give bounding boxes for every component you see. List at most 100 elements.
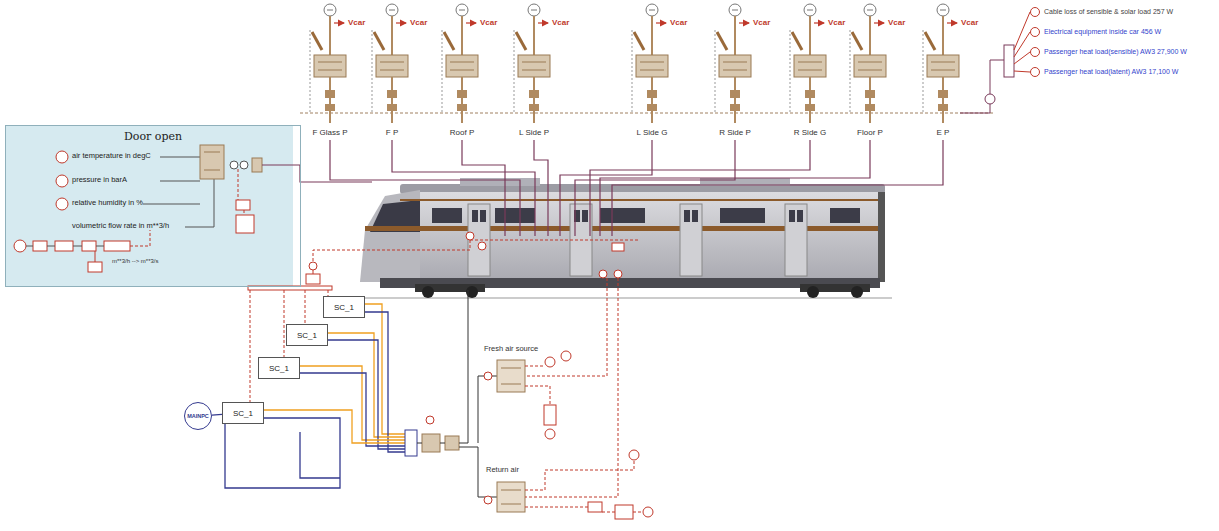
panel-name: Roof P — [450, 128, 474, 137]
drawing-part — [264, 410, 405, 443]
drawing-part — [545, 357, 555, 367]
input-label: volumetric flow rate in m**3/h — [72, 222, 169, 231]
drawing-part — [1031, 8, 1040, 77]
drawing-part — [480, 210, 486, 222]
drawing-part — [612, 140, 943, 236]
drawing-part — [313, 270, 314, 274]
drawing-part — [400, 199, 885, 201]
panel-name: R Side G — [794, 128, 826, 137]
drawing-part — [478, 242, 486, 250]
drawing-part — [582, 210, 588, 222]
load-label: Cable loss of sensible & solar load 257 … — [1044, 8, 1173, 16]
drawing-part — [590, 140, 810, 236]
drawing-part — [1031, 8, 1040, 17]
source-label: Fresh air source — [484, 345, 538, 354]
drawing-part — [313, 240, 470, 262]
subcircuit-box: SC_1 — [323, 296, 365, 318]
drawing-part — [95, 251, 96, 262]
velocity-tag: Vcar — [552, 18, 569, 27]
drawing-part — [372, 4, 408, 123]
drawing-part — [612, 243, 624, 251]
drawing-part — [525, 278, 607, 405]
velocity-tag: Vcar — [961, 18, 978, 27]
drawing-part — [422, 286, 434, 298]
drawing-part — [495, 208, 535, 223]
drawing-part — [575, 140, 735, 236]
drawing-part — [629, 450, 639, 460]
drawing-part — [236, 200, 250, 210]
drawing-part — [104, 241, 130, 251]
drawing-part — [1014, 12, 1030, 72]
drawing-part — [466, 232, 474, 240]
drawing-part — [561, 351, 571, 361]
drawing-part — [643, 507, 653, 517]
drawing-part — [14, 151, 130, 272]
subcircuit-box: SC_1 — [286, 324, 328, 346]
panel-name: E P — [937, 128, 950, 137]
drawing-part — [462, 140, 505, 236]
node-text: SC_1 — [233, 409, 253, 418]
drawing-part — [534, 140, 548, 236]
drawing-part — [497, 482, 525, 512]
drawing-part — [878, 192, 885, 282]
load-label: Passenger heat load(sensible) AW3 27,900… — [1044, 48, 1187, 56]
drawing-part — [468, 204, 807, 276]
drawing-part — [26, 246, 104, 247]
drawing-part — [5, 125, 293, 287]
drawing-part — [459, 376, 497, 497]
drawing-part — [632, 4, 668, 123]
panel-name: L Side P — [519, 128, 549, 137]
connector — [212, 414, 222, 416]
input-label: relative humidity in % — [72, 199, 143, 208]
drawing-part — [250, 290, 328, 402]
drawing-part — [252, 158, 262, 172]
drawing-part — [600, 140, 870, 236]
panel-name: F P — [386, 128, 398, 137]
drawing-part — [422, 434, 440, 452]
drawing-part — [306, 274, 320, 284]
drawing-part — [426, 416, 434, 424]
drawing-part — [484, 450, 653, 519]
drawing-part — [807, 286, 819, 298]
drawing-part — [240, 161, 248, 169]
load-label: Passenger heat load(latent) AW3 17,100 W — [1044, 68, 1178, 76]
drawing-part — [466, 232, 624, 278]
drawing-part — [680, 204, 702, 276]
velocity-tag: Vcar — [480, 18, 497, 27]
panel-name: Floor P — [857, 128, 883, 137]
drawing-part — [422, 286, 863, 298]
drawing-part — [26, 157, 214, 262]
velocity-tag: Vcar — [753, 18, 770, 27]
drawing-part — [442, 4, 478, 123]
drawing-part — [614, 270, 622, 278]
drawing-part — [615, 505, 633, 519]
drawing-part — [472, 210, 478, 222]
drawing-part — [405, 430, 417, 456]
drawing-part — [225, 418, 340, 488]
drawing-part — [472, 210, 803, 222]
drawing-part — [56, 198, 68, 210]
panel-name: R Side P — [719, 128, 751, 137]
drawing-part — [460, 178, 540, 186]
drawing-part — [420, 192, 885, 282]
drawing-part — [514, 4, 550, 123]
drawing-part — [56, 151, 68, 163]
drawing-part — [684, 210, 690, 222]
drawing-part — [300, 113, 995, 114]
drawing-part — [82, 241, 96, 251]
velocity-tag: Vcar — [348, 18, 365, 27]
drawing-part — [365, 304, 405, 434]
drawing-part — [692, 210, 698, 222]
drawing-part — [204, 152, 220, 153]
drawing-part — [990, 60, 1004, 94]
input-label: pressure in barA — [72, 176, 127, 185]
velocity-tag: Vcar — [888, 18, 905, 27]
drawing-part — [720, 208, 765, 223]
panel-name: L Side G — [637, 128, 668, 137]
input-label: air temperature in degC — [72, 152, 151, 161]
drawing-part — [501, 504, 521, 505]
drawing-part — [851, 286, 863, 298]
drawing-part — [715, 4, 751, 123]
drawing-part — [545, 429, 555, 439]
